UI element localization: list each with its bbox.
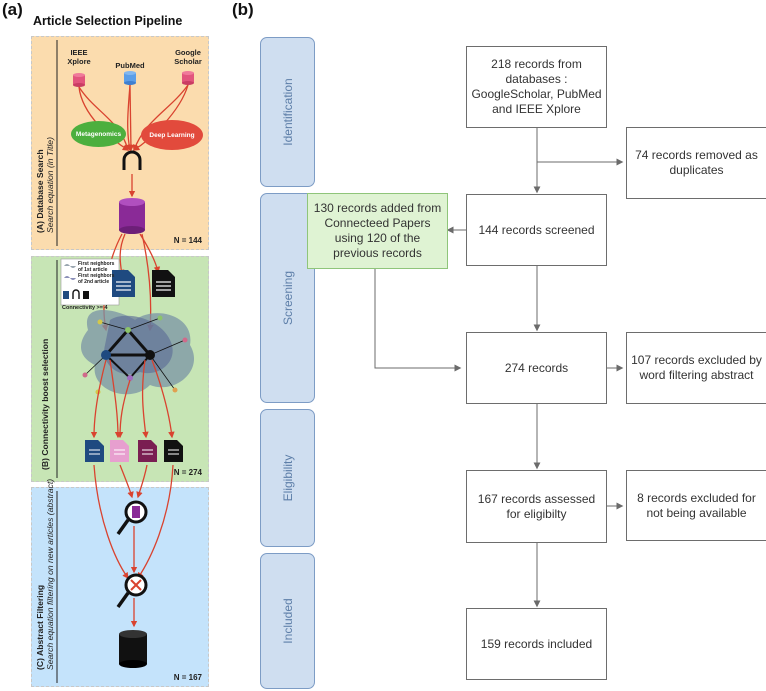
document-blue-icon-2 xyxy=(85,440,104,462)
final-database-icon xyxy=(119,630,147,668)
box-assessed: 167 records assessed for eligibilty xyxy=(466,470,607,543)
box-screened: 144 records screened xyxy=(466,194,607,266)
magnifier-search-icon xyxy=(116,500,148,536)
magnifier-filter-icon xyxy=(116,573,148,609)
ieee-database-icon xyxy=(73,73,85,87)
document-black-icon xyxy=(152,270,175,297)
pubmed-label: PubMed xyxy=(115,61,145,70)
metagenomics-oval: Metagenomics xyxy=(71,121,126,147)
pipeline-title: Article Selection Pipeline xyxy=(33,14,183,28)
document-pink-icon xyxy=(110,440,129,462)
box-included: 159 records included xyxy=(466,608,607,680)
box-duplicates: 74 records removed as duplicates xyxy=(626,127,766,199)
google-scholar-label: Google Scholar xyxy=(174,48,202,66)
legend-first-label: First neighbors of 1st article xyxy=(78,261,115,273)
panel-b-letter: (b) xyxy=(232,0,254,19)
box-excluded-word-filter: 107 records excluded by word filtering a… xyxy=(626,332,766,404)
stage-eligibility: Eligibility xyxy=(260,409,315,547)
legend-doc-black-icon xyxy=(83,291,89,299)
legend-second-neighbor-icon xyxy=(64,276,76,280)
legend-intersection-icon xyxy=(72,289,80,299)
pubmed-database-icon xyxy=(124,71,136,85)
result-database-icon xyxy=(119,198,145,234)
legend-first-neighbor-icon xyxy=(64,264,76,268)
document-blue-icon xyxy=(112,270,135,297)
panel-a-letter: (a) xyxy=(2,0,23,19)
section-b-count: N = 274 xyxy=(173,468,202,477)
citation-network-graph xyxy=(80,310,195,395)
legend-connectivity-label: Connectivity >= 4 xyxy=(62,305,108,311)
box-excluded-not-available: 8 records excluded for not being availab… xyxy=(626,470,766,541)
legend-second-label: First neighbors of 2nd article xyxy=(78,273,115,285)
box-274-records: 274 records xyxy=(466,332,607,404)
section-c-count: N = 167 xyxy=(173,673,202,682)
box-connected-papers: 130 records added from Connecteed Papers… xyxy=(307,193,448,269)
document-black-icon-2 xyxy=(164,440,183,462)
legend-doc-icon xyxy=(63,291,69,299)
stage-identification: Identification xyxy=(260,37,315,187)
deep-learning-oval: Deep Learning xyxy=(141,120,203,150)
ieee-label: IEEE Xplore xyxy=(67,48,91,66)
google-scholar-database-icon xyxy=(182,71,194,85)
intersection-icon xyxy=(122,150,142,170)
document-purple-icon xyxy=(138,440,157,462)
stage-included: Included xyxy=(260,553,315,689)
stage-screening: Screening xyxy=(260,193,315,403)
box-databases: 218 records from databases : GoogleSchol… xyxy=(466,46,607,128)
section-a-count: N = 144 xyxy=(173,236,202,245)
